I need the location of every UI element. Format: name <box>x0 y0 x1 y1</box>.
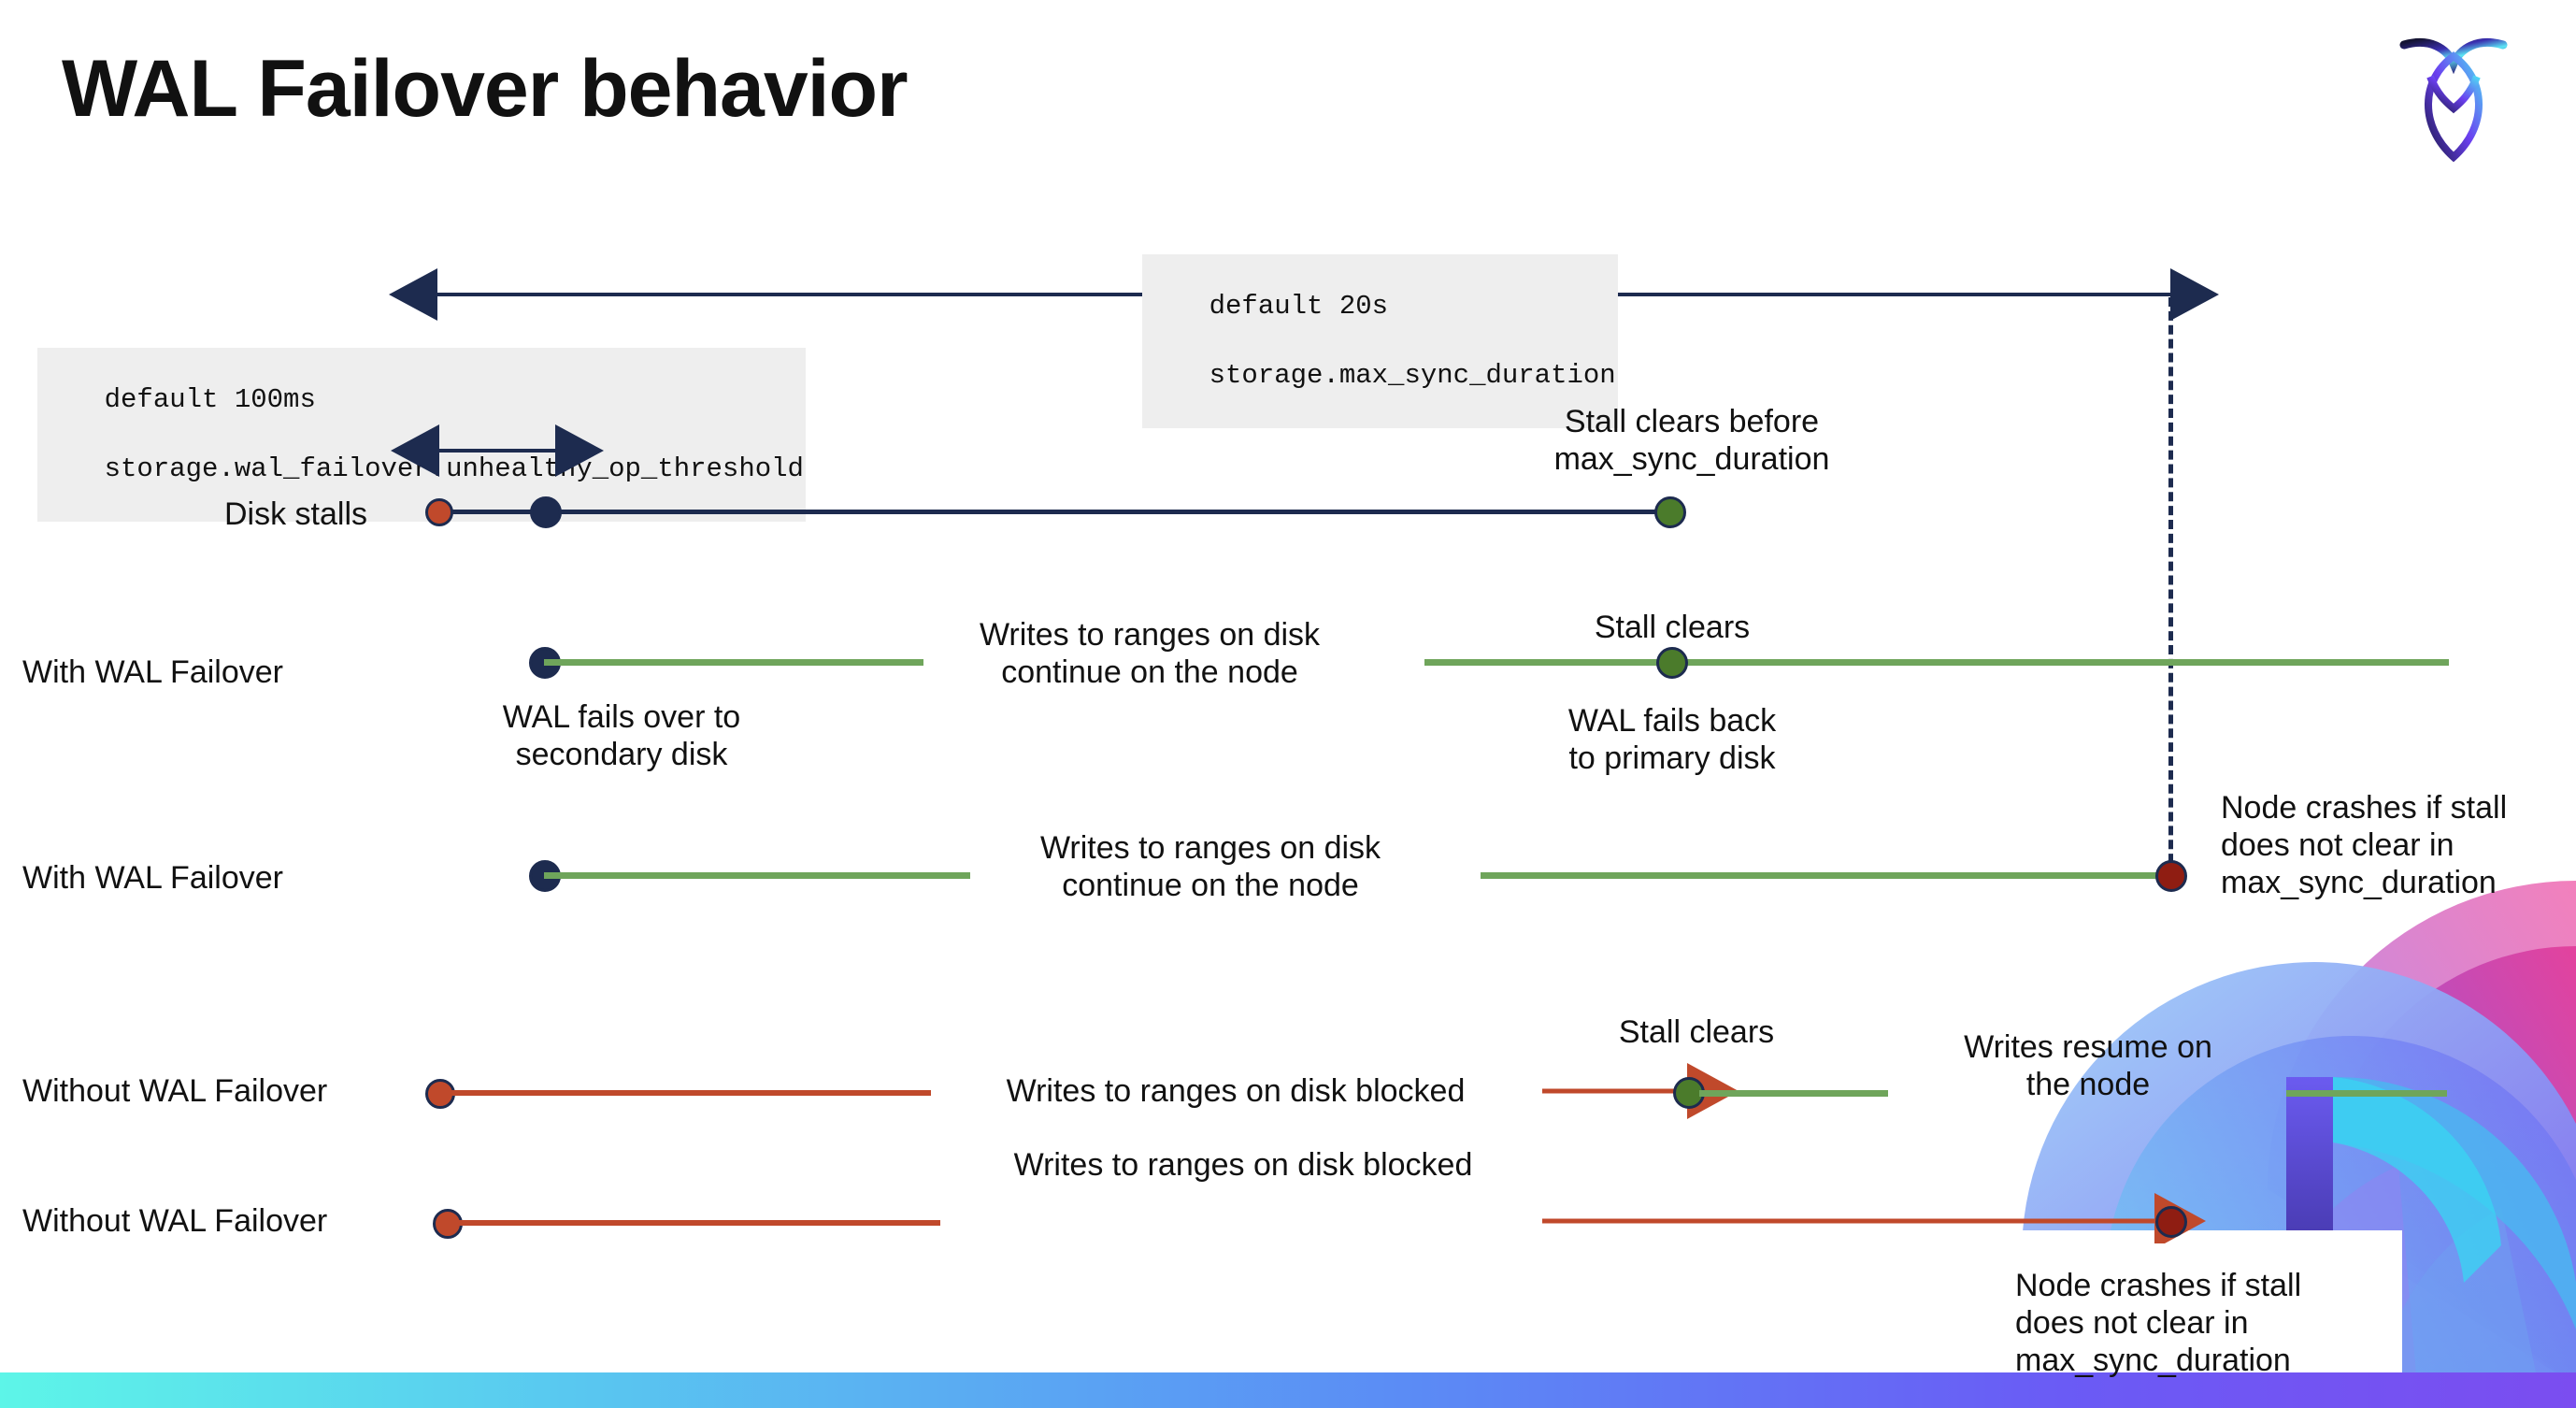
without-failover-1-resume-segment-far <box>2286 1090 2447 1097</box>
with-failover-2-writes-note: Writes to ranges on disk continue on the… <box>1039 830 1381 903</box>
without-failover-1-blocked-note: Writes to ranges on disk blocked <box>1006 1073 1466 1109</box>
page-title: WAL Failover behavior <box>62 44 909 134</box>
row-label-with-wal-failover-2: With WAL Failover <box>22 860 283 896</box>
without-failover-1-blocked-arrow <box>1542 1063 1739 1119</box>
without-failover-1-resume-segment <box>1699 1090 1888 1097</box>
with-failover-1-stall-clears-note: Stall clears <box>1594 610 1751 645</box>
max-sync-setting-label: storage.max_sync_duration <box>1209 358 1616 394</box>
with-failover-1-fails-back-note: WAL fails back to primary disk <box>1567 703 1777 776</box>
disk-stalls-failover-dot <box>530 496 562 528</box>
with-failover-1-clear-dot <box>1656 647 1688 679</box>
disk-stalls-timeline <box>439 510 1673 514</box>
without-failover-2-blocked-arrow <box>1542 1193 2206 1249</box>
with-failover-1-writes-note: Writes to ranges on disk continue on the… <box>979 617 1321 690</box>
with-failover-2-crash-note: Node crashes if stall does not clear in … <box>2221 790 2508 900</box>
without-failover-2-crash-dot <box>2155 1206 2187 1238</box>
row-label-disk-stalls: Disk stalls <box>224 496 368 532</box>
disk-stalls-clear-dot <box>1654 496 1686 528</box>
bottom-gradient-bar <box>0 1372 2576 1408</box>
with-failover-2-segment-a <box>544 872 970 879</box>
without-failover-1-blocked-segment-a <box>445 1090 931 1096</box>
without-failover-2-blocked-note: Writes to ranges on disk blocked <box>1013 1147 1473 1183</box>
crash-note-backdrop <box>1983 1243 2402 1354</box>
unhealthy-op-threshold-span-arrow <box>391 424 604 477</box>
row-label-without-wal-failover-2: Without WAL Failover <box>22 1203 328 1239</box>
row-label-with-wal-failover-1: With WAL Failover <box>22 654 283 690</box>
with-failover-2-segment-b <box>1481 872 2174 879</box>
with-failover-1-segment-a <box>544 659 923 666</box>
unhealthy-op-threshold-setting: default 100ms storage.wal_failover.unhea… <box>37 348 806 522</box>
max-sync-duration-setting: default 20s storage.max_sync_duration <box>1142 254 1618 428</box>
row-label-without-wal-failover-1: Without WAL Failover <box>22 1073 328 1109</box>
without-failover-1-stall-clears-note: Stall clears <box>1618 1014 1775 1050</box>
cockroachdb-logo-icon <box>2399 37 2508 163</box>
disk-stalls-start-dot <box>425 498 453 526</box>
disk-stalls-stall-clears-note: Stall clears before max_sync_duration <box>1553 404 1830 477</box>
with-failover-1-segment-b <box>1424 659 2449 666</box>
with-failover-1-failover-note: WAL fails over to secondary disk <box>502 699 741 772</box>
without-failover-1-resume-note: Writes resume on the node <box>1964 1029 2212 1102</box>
without-failover-2-crash-note: Node crashes if stall does not clear in … <box>2015 1268 2302 1378</box>
max-sync-default-label: default 20s <box>1209 289 1389 324</box>
without-failover-2-blocked-segment-a <box>454 1220 940 1226</box>
max-sync-dropline <box>2168 297 2173 877</box>
with-failover-2-crash-dot <box>2155 860 2187 892</box>
unhealthy-op-default-label: default 100ms <box>104 382 316 418</box>
